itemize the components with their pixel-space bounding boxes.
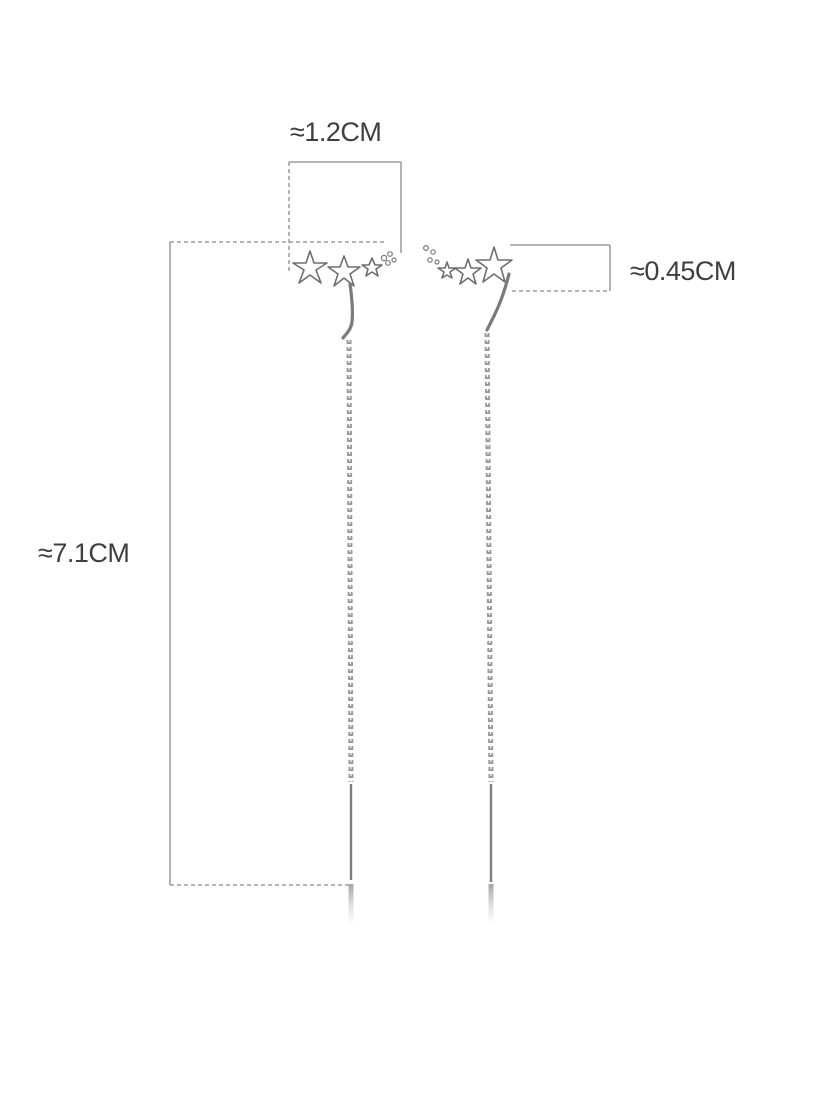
right-star-cluster bbox=[437, 246, 513, 285]
star-height-dimension-label: ≈0.45CM bbox=[630, 256, 736, 286]
left-zircon-dots bbox=[380, 251, 397, 266]
star-icon bbox=[292, 250, 328, 284]
left-star-cluster bbox=[292, 250, 383, 287]
length-guide bbox=[169, 241, 385, 886]
left-earring bbox=[292, 250, 397, 926]
left-ear-bar bbox=[341, 282, 354, 340]
width-dimension-label: ≈1.2CM bbox=[290, 117, 382, 147]
star-icon bbox=[437, 261, 457, 279]
right-earring bbox=[423, 245, 513, 926]
left-chain bbox=[346, 339, 354, 783]
star-icon bbox=[454, 258, 482, 285]
star-height-guide bbox=[510, 244, 611, 292]
length-dimension-label: ≈7.1CM bbox=[38, 538, 130, 568]
right-zircon-dots bbox=[423, 245, 440, 265]
star-icon bbox=[475, 246, 513, 283]
right-ear-bar bbox=[485, 272, 511, 332]
star-icon bbox=[361, 257, 383, 277]
star-icon bbox=[327, 255, 361, 287]
width-guide bbox=[288, 161, 402, 272]
